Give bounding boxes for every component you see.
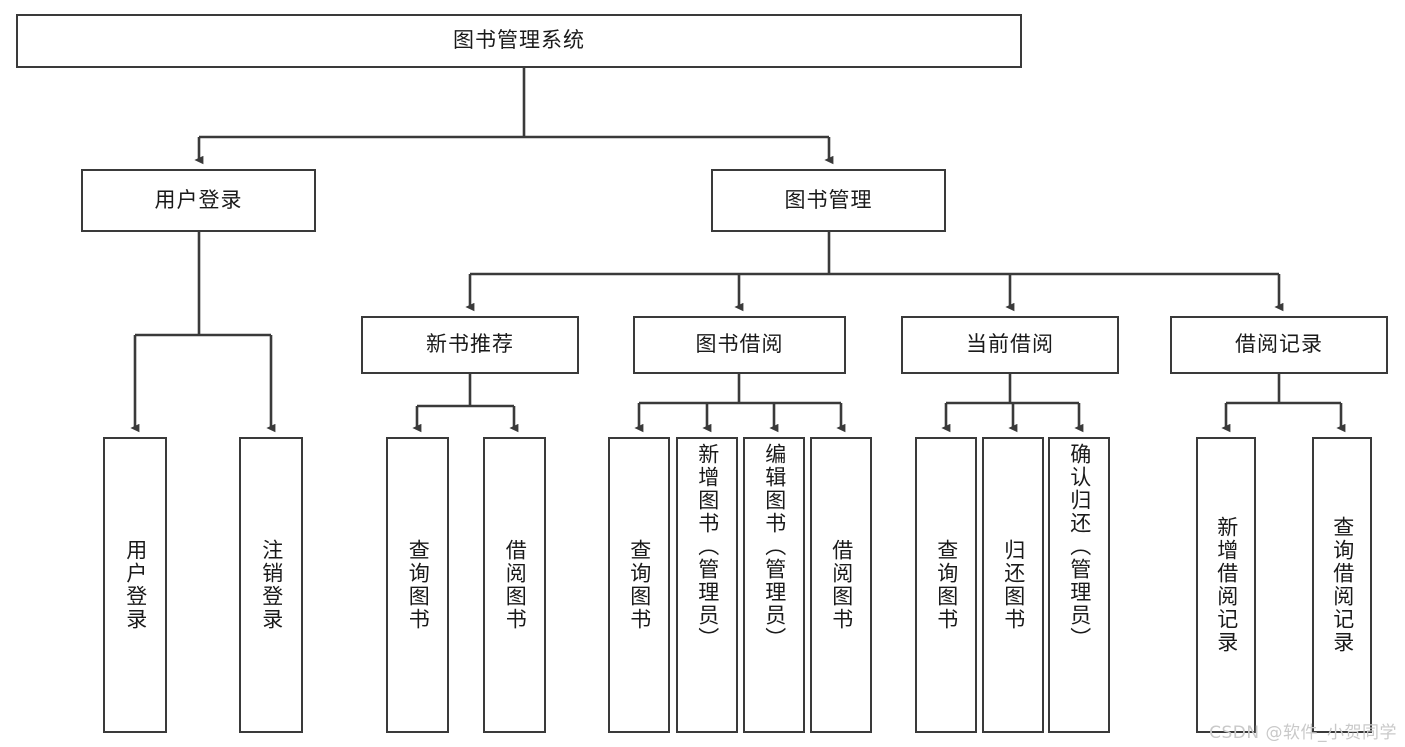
leaf-user-login-login[interactable]: 用户登录 xyxy=(103,437,167,733)
node-current-borrow-label: 当前借阅 xyxy=(966,332,1054,357)
leaf-label: 查询图书 xyxy=(627,539,652,631)
leaf-label: 注销登录 xyxy=(259,539,284,631)
node-borrow-record[interactable]: 借阅记录 xyxy=(1170,316,1388,374)
leaf-label: 借阅图书 xyxy=(829,539,854,631)
node-root[interactable]: 图书管理系统 xyxy=(16,14,1022,68)
node-user-login[interactable]: 用户登录 xyxy=(81,169,316,232)
node-book-management[interactable]: 图书管理 xyxy=(711,169,946,232)
leaf-label: 归还图书 xyxy=(1001,539,1026,631)
leaf-book-borrow-add[interactable]: 新增图书（管理员） xyxy=(676,437,738,733)
node-root-label: 图书管理系统 xyxy=(453,28,585,53)
leaf-label: 编辑图书（管理员） xyxy=(762,443,787,650)
node-current-borrow[interactable]: 当前借阅 xyxy=(901,316,1119,374)
node-user-login-label: 用户登录 xyxy=(154,187,243,212)
leaf-label: 确认归还（管理员） xyxy=(1067,443,1092,650)
leaf-current-borrow-query[interactable]: 查询图书 xyxy=(915,437,977,733)
leaf-new-book-borrow[interactable]: 借阅图书 xyxy=(483,437,546,733)
leaf-label: 新增图书（管理员） xyxy=(695,443,720,650)
leaf-book-borrow-query[interactable]: 查询图书 xyxy=(608,437,670,733)
node-book-borrow[interactable]: 图书借阅 xyxy=(633,316,846,374)
leaf-label: 新增借阅记录 xyxy=(1214,516,1239,654)
node-book-borrow-label: 图书借阅 xyxy=(695,332,784,357)
node-new-book-recommend[interactable]: 新书推荐 xyxy=(361,316,579,374)
leaf-current-borrow-return[interactable]: 归还图书 xyxy=(982,437,1044,733)
leaf-label: 查询图书 xyxy=(934,539,959,631)
node-book-management-label: 图书管理 xyxy=(784,187,873,212)
leaf-label: 查询借阅记录 xyxy=(1330,516,1355,654)
leaf-label: 用户登录 xyxy=(123,539,148,631)
leaf-book-borrow-borrow[interactable]: 借阅图书 xyxy=(810,437,872,733)
leaf-new-book-query[interactable]: 查询图书 xyxy=(386,437,449,733)
node-borrow-record-label: 借阅记录 xyxy=(1235,332,1323,357)
leaf-book-borrow-edit[interactable]: 编辑图书（管理员） xyxy=(743,437,805,733)
leaf-borrow-record-query[interactable]: 查询借阅记录 xyxy=(1312,437,1372,733)
watermark: CSDN @软件_小贺同学 xyxy=(1209,723,1397,743)
leaf-label: 查询图书 xyxy=(406,539,431,631)
leaf-current-borrow-confirm-return[interactable]: 确认归还（管理员） xyxy=(1048,437,1110,733)
node-new-book-recommend-label: 新书推荐 xyxy=(426,332,514,357)
leaf-borrow-record-add[interactable]: 新增借阅记录 xyxy=(1196,437,1256,733)
leaf-user-login-logout[interactable]: 注销登录 xyxy=(239,437,303,733)
leaf-label: 借阅图书 xyxy=(503,539,528,631)
